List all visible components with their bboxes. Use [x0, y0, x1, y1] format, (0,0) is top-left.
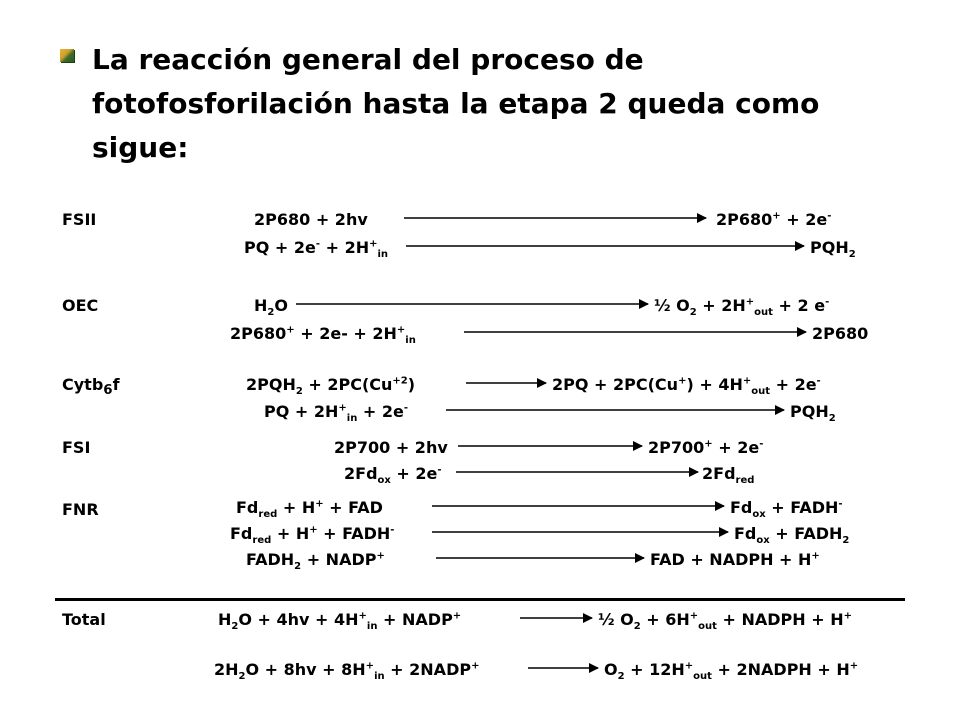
total-r1-reactants: H2O + 4hv + 4H+in + NADP+ [218, 610, 462, 633]
cyt-r2-products: PQH2 [790, 402, 836, 425]
label-fsi: FSI [62, 438, 91, 457]
fnr-r2-products: Fdox + FADH2 [734, 524, 850, 547]
fnr-r3-reactants: FADH2 + NADP+ [246, 550, 385, 573]
slide-title: La reacción general del proceso de fotof… [92, 38, 872, 170]
cyt-r1-products: 2PQ + 2PC(Cu+) + 4H+out + 2e- [552, 375, 821, 398]
fsii-r2-reactants: PQ + 2e- + 2H+in [244, 238, 389, 261]
label-oec: OEC [62, 296, 99, 315]
total-r1-products: ½ O2 + 6H+out + NADPH + H+ [598, 610, 852, 633]
fnr-r2-reactants: Fdred + H+ + FADH- [230, 524, 395, 547]
title-line-1: La reacción general del proceso de [92, 43, 644, 76]
label-fsii: FSII [62, 210, 97, 229]
label-total: Total [62, 610, 106, 629]
oec-r2-products: 2P680 [812, 324, 869, 343]
cyt-r1-reactants: 2PQH2 + 2PC(Cu+2) [246, 375, 416, 398]
label-cytb6f: Cytb6f [62, 375, 120, 399]
fsi-r2-products: 2Fdred [702, 464, 755, 487]
fnr-r3-products: FAD + NADPH + H+ [650, 550, 820, 569]
fsii-r1-reactants: 2P680 + 2hv [254, 210, 368, 229]
cyt-r2-reactants: PQ + 2H+in + 2e- [264, 402, 409, 425]
fsi-r1-reactants: 2P700 + 2hv [334, 438, 448, 457]
oec-r1-reactants: H2O [254, 296, 288, 319]
fsii-r2-products: PQH2 [810, 238, 856, 261]
fsi-r1-products: 2P700+ + 2e- [648, 438, 764, 457]
fsi-r2-reactants: 2Fdox + 2e- [344, 464, 442, 487]
fsii-r1-products: 2P680+ + 2e- [716, 210, 832, 229]
total-r2-products: O2 + 12H+out + 2NADPH + H+ [604, 660, 859, 683]
total-divider [55, 598, 905, 601]
oec-r1-products: ½ O2 + 2H+out + 2 e- [654, 296, 830, 319]
title-line-3: sigue: [92, 131, 189, 164]
total-r2-reactants: 2H2O + 8hv + 8H+in + 2NADP+ [214, 660, 480, 683]
label-fnr: FNR [62, 500, 99, 519]
title-line-2: fotofosforilación hasta la etapa 2 queda… [92, 87, 820, 120]
fnr-r1-reactants: Fdred + H+ + FAD [236, 498, 383, 521]
oec-r2-reactants: 2P680+ + 2e- + 2H+in [230, 324, 416, 347]
fnr-r1-products: Fdox + FADH- [730, 498, 843, 521]
bullet-icon [60, 49, 74, 62]
